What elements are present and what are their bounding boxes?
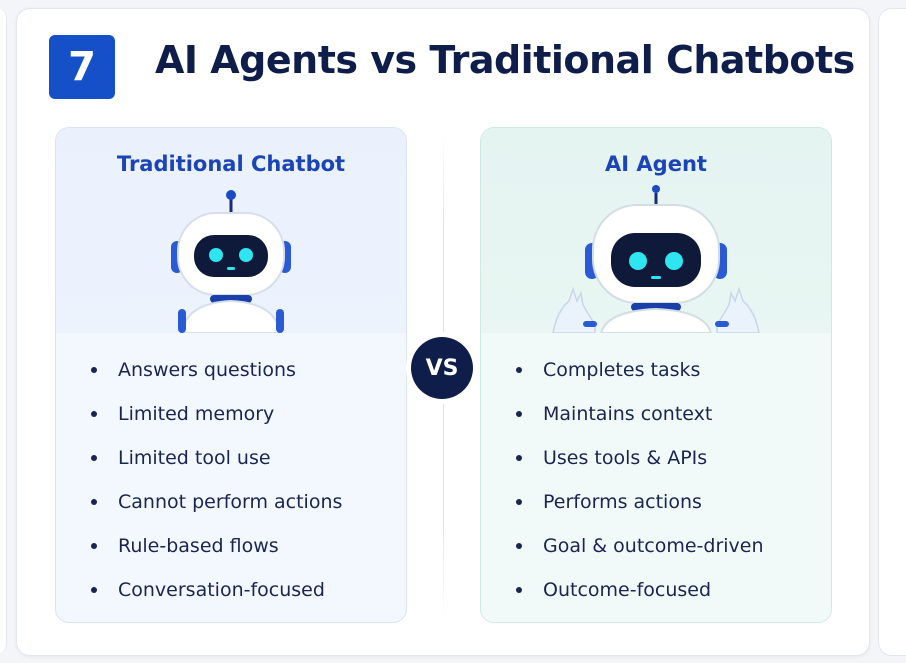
list-item: Performs actions xyxy=(515,480,764,524)
chatbot-feature-list: Answers questions Limited memory Limited… xyxy=(90,348,342,612)
list-item: Limited tool use xyxy=(90,436,342,480)
list-item: Uses tools & APIs xyxy=(515,436,764,480)
list-item: Completes tasks xyxy=(515,348,764,392)
list-item: Limited memory xyxy=(90,392,342,436)
ai-agent-robot-icon xyxy=(552,185,760,333)
vs-badge: VS xyxy=(411,337,473,399)
slide-number-badge: 7 xyxy=(49,35,115,99)
traditional-chatbot-panel: Traditional Chatbot Answers questions Li… xyxy=(55,127,407,623)
chatbot-robot-icon xyxy=(171,190,291,333)
list-item: Cannot perform actions xyxy=(90,480,342,524)
slide-title: AI Agents vs Traditional Chatbots xyxy=(155,38,855,82)
panel-header: Traditional Chatbot xyxy=(56,128,406,333)
list-item: Goal & outcome-driven xyxy=(515,524,764,568)
panel-header: AI Agent xyxy=(481,128,831,333)
list-item: Outcome-focused xyxy=(515,568,764,612)
panel-title: AI Agent xyxy=(605,152,707,176)
list-item: Maintains context xyxy=(515,392,764,436)
list-item: Rule-based flows xyxy=(90,524,342,568)
list-item: Answers questions xyxy=(90,348,342,392)
list-item: Conversation-focused xyxy=(90,568,342,612)
panel-title: Traditional Chatbot xyxy=(116,152,346,176)
ai-agent-panel: AI Agent Completes tasks xyxy=(480,127,832,623)
agent-feature-list: Completes tasks Maintains context Uses t… xyxy=(515,348,764,612)
next-card-edge xyxy=(878,8,906,656)
previous-card-edge xyxy=(0,8,7,654)
